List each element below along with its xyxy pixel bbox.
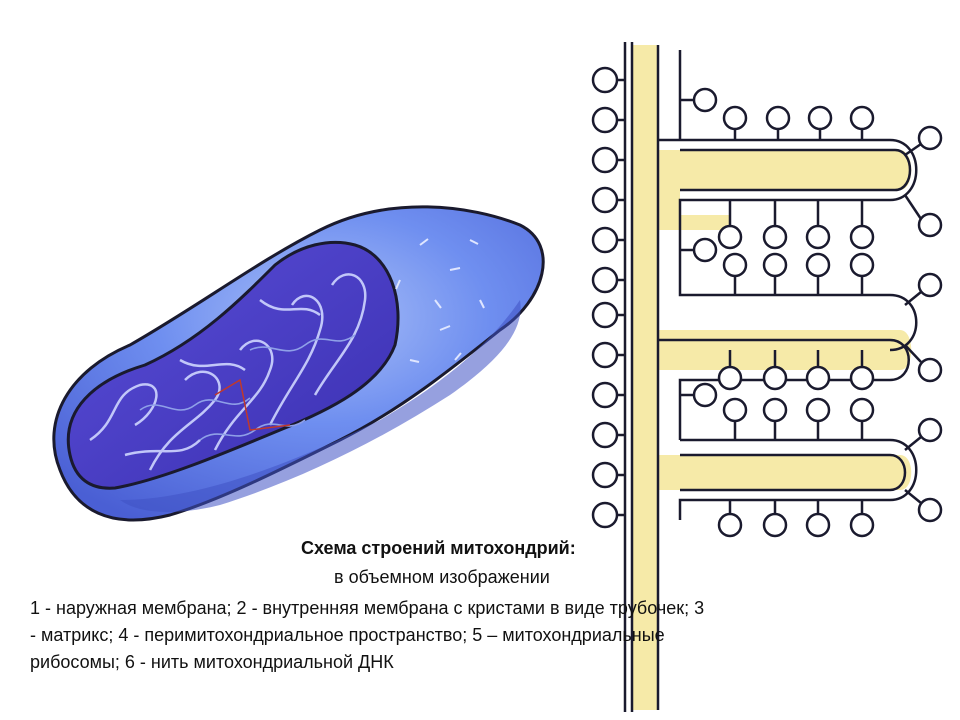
mitochondrion-3d xyxy=(54,207,543,520)
legend-line: 1 - наружная мембрана; 2 - внутренняя ме… xyxy=(30,595,940,622)
outer-particles xyxy=(593,68,625,527)
caption-subtitle: в объемном изображении xyxy=(334,567,934,588)
caption-legend: 1 - наружная мембрана; 2 - внутренняя ме… xyxy=(30,595,940,676)
caption-title: Схема строений митохондрий: xyxy=(301,538,901,559)
legend-line: - матрикс; 4 - перимитохондриальное прос… xyxy=(30,622,940,649)
legend-line: рибосомы; 6 - нить митохондриальной ДНК xyxy=(30,649,940,676)
